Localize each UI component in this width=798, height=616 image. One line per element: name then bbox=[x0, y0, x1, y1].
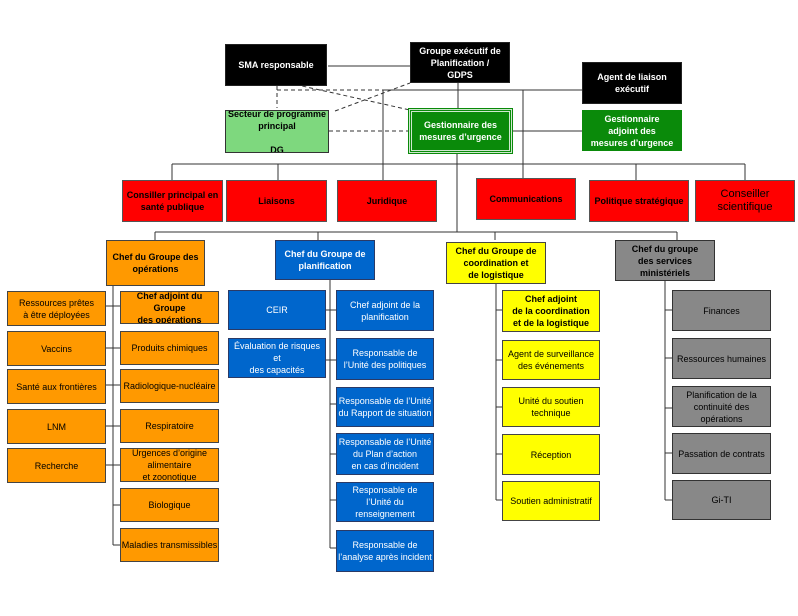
corporate-services-head-box[interactable]: Chef du groupe des services ministériels bbox=[615, 240, 715, 281]
coordination-group-head-box[interactable]: Chef du Groupe de coordination et de log… bbox=[446, 242, 546, 284]
operations-right-item[interactable]: Respiratoire bbox=[120, 409, 219, 443]
deputy-emergency-manager-box[interactable]: Gestionnaire adjoint des mesures d’urgen… bbox=[582, 110, 682, 151]
sma-responsible-box[interactable]: SMA responsable bbox=[225, 44, 327, 86]
coordination-item[interactable]: Soutien administratif bbox=[502, 481, 600, 521]
planning-right-item[interactable]: Responsable de l’Unité du renseignement bbox=[336, 482, 434, 522]
planning-group-head-box[interactable]: Chef du Groupe de planification bbox=[275, 240, 375, 280]
planning-right-item[interactable]: Responsable de l’Unité des politiques bbox=[336, 338, 434, 380]
program-sector-box[interactable]: Secteur de programme principal DG bbox=[225, 110, 329, 153]
advisor-legal-box[interactable]: Juridique bbox=[337, 180, 437, 222]
planning-right-item[interactable]: Responsable de l’Unité du Plan d’action … bbox=[336, 433, 434, 475]
advisor-scientific-box[interactable]: Conseiller scientifique bbox=[695, 180, 795, 222]
operations-right-item[interactable]: Urgences d’origine alimentaire et zoonot… bbox=[120, 448, 219, 482]
planning-left-item[interactable]: CEIR bbox=[228, 290, 326, 330]
emergency-manager-box[interactable]: Gestionnaire des mesures d’urgence bbox=[408, 108, 513, 154]
operations-group-head-box[interactable]: Chef du Groupe des opérations bbox=[106, 240, 205, 286]
coordination-item[interactable]: Agent de surveillance des événements bbox=[502, 340, 600, 380]
corporate-item[interactable]: Finances bbox=[672, 290, 771, 331]
planning-right-item[interactable]: Chef adjoint de la planification bbox=[336, 290, 434, 331]
operations-left-item[interactable]: Ressources prêtes à être déployées bbox=[7, 291, 106, 326]
corporate-item[interactable]: Ressources humaines bbox=[672, 338, 771, 379]
corporate-item[interactable]: Planification de la continuité des opéra… bbox=[672, 386, 771, 427]
operations-left-item[interactable]: LNM bbox=[7, 409, 106, 444]
executive-planning-group-box[interactable]: Groupe exécutif de Planification / GDPS bbox=[410, 42, 510, 83]
coordination-item[interactable]: Réception bbox=[502, 434, 600, 475]
coordination-item[interactable]: Chef adjoint de la coordination et de la… bbox=[502, 290, 600, 332]
operations-right-item[interactable]: Chef adjoint du Groupe des opérations bbox=[120, 291, 219, 324]
operations-right-item[interactable]: Maladies transmissibles bbox=[120, 528, 219, 562]
coordination-item[interactable]: Unité du soutien technique bbox=[502, 387, 600, 427]
advisor-strategic-policy-box[interactable]: Politique stratégique bbox=[589, 180, 689, 222]
operations-left-item[interactable]: Recherche bbox=[7, 448, 106, 483]
operations-right-item[interactable]: Biologique bbox=[120, 488, 219, 522]
planning-right-item[interactable]: Responsable de l’Unité du Rapport de sit… bbox=[336, 387, 434, 427]
operations-left-item[interactable]: Vaccins bbox=[7, 331, 106, 366]
planning-left-item[interactable]: Évaluation de risques et des capacités bbox=[228, 338, 326, 378]
operations-right-item[interactable]: Produits chimiques bbox=[120, 331, 219, 365]
dashed-connector bbox=[334, 82, 411, 112]
planning-right-item[interactable]: Responsable de l’analyse après incident bbox=[336, 530, 434, 572]
advisor-liaisons-box[interactable]: Liaisons bbox=[226, 180, 327, 222]
corporate-item[interactable]: Passation de contrats bbox=[672, 433, 771, 474]
executive-liaison-agent-box[interactable]: Agent de liaison exécutif bbox=[582, 62, 682, 104]
advisor-public-health-box[interactable]: Consiller principal en santé publique bbox=[122, 180, 223, 222]
operations-left-item[interactable]: Santé aux frontières bbox=[7, 369, 106, 404]
corporate-item[interactable]: Gi-TI bbox=[672, 480, 771, 520]
advisor-communications-box[interactable]: Communications bbox=[476, 178, 576, 220]
operations-right-item[interactable]: Radiologique-nucléaire bbox=[120, 369, 219, 403]
